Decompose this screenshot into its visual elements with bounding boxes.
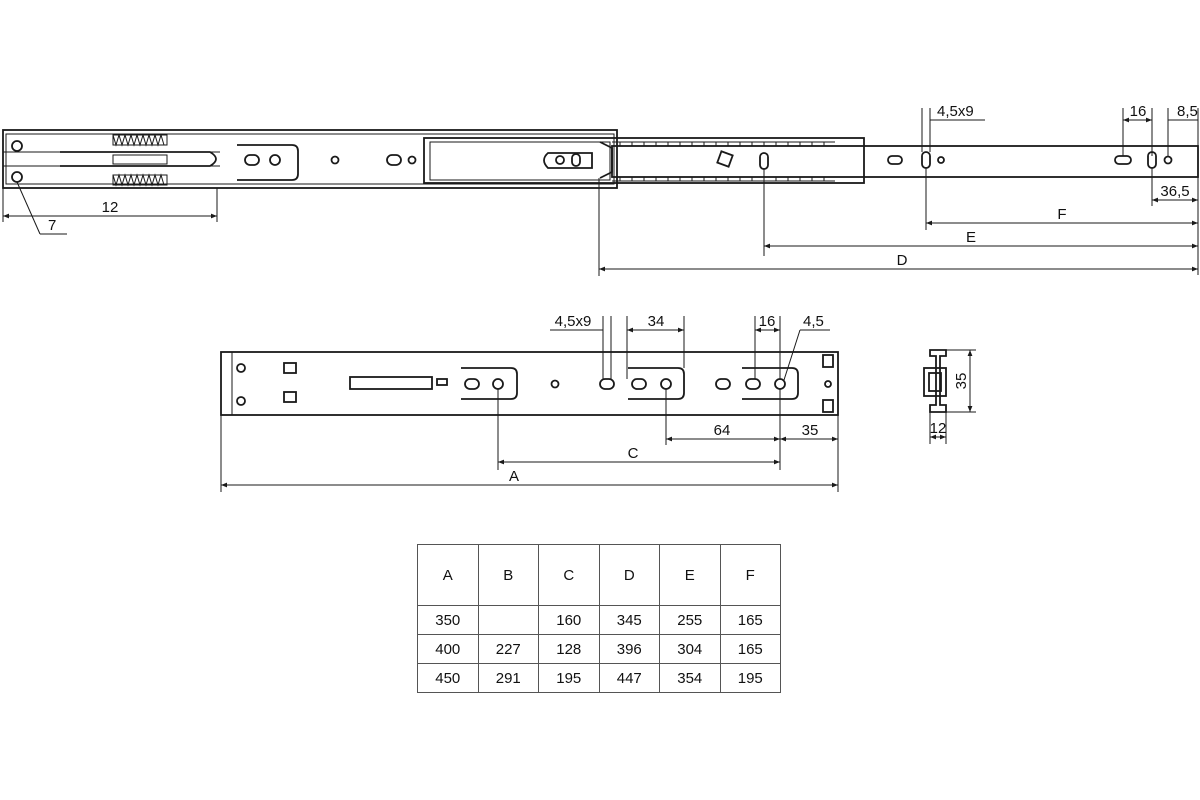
dim-label-c: C bbox=[628, 445, 639, 462]
extended-slide-view bbox=[2, 129, 1199, 189]
table-cell: 255 bbox=[659, 605, 721, 635]
dim-35-end: 35 bbox=[802, 422, 819, 439]
table-row: 450 291 195 447 354 195 bbox=[417, 663, 781, 693]
dim-label-d: D bbox=[897, 252, 908, 269]
table-cell: 400 bbox=[417, 634, 479, 664]
col-header-d: D bbox=[598, 544, 660, 606]
table-header-row: A B C D E F bbox=[417, 544, 781, 606]
table-cell: 396 bbox=[598, 634, 660, 664]
middle-view-dimensions: 4,5x9 34 16 4,5 64 35 C A bbox=[220, 313, 839, 492]
table-cell: 354 bbox=[659, 663, 721, 693]
table-cell: 160 bbox=[538, 605, 600, 635]
dim-7: 7 bbox=[48, 217, 56, 234]
dim-36-5: 36,5 bbox=[1160, 183, 1189, 200]
table-cell: 350 bbox=[417, 605, 479, 635]
dim-34: 34 bbox=[648, 313, 665, 330]
table-cell: 291 bbox=[477, 663, 539, 693]
table-cell: 165 bbox=[719, 605, 781, 635]
table-cell: 345 bbox=[598, 605, 660, 635]
col-header-a: A bbox=[417, 544, 479, 606]
dim-label-a: A bbox=[509, 468, 519, 485]
profile-cross-section: 35 12 bbox=[923, 349, 976, 444]
table-cell: 450 bbox=[417, 663, 479, 693]
table-cell: 195 bbox=[538, 663, 600, 693]
table-cell: 165 bbox=[719, 634, 781, 664]
dim-16-mid: 16 bbox=[759, 313, 776, 330]
dim-4-5: 4,5 bbox=[803, 313, 824, 330]
closed-slide-view bbox=[220, 351, 839, 416]
table-cell: 195 bbox=[719, 663, 781, 693]
col-header-c: C bbox=[538, 544, 600, 606]
spring-bottom bbox=[112, 173, 168, 187]
col-header-f: F bbox=[719, 544, 781, 606]
dimensions-table: A B C D E F 350 160 345 255 165 400 227 … bbox=[417, 544, 781, 693]
table-cell: 447 bbox=[598, 663, 660, 693]
dim-label-f: F bbox=[1057, 206, 1066, 223]
table-row: 400 227 128 396 304 165 bbox=[417, 634, 781, 664]
dim-label-e: E bbox=[966, 229, 976, 246]
dim-8-5: 8,5 bbox=[1177, 103, 1198, 120]
dim-4-5x9-mid: 4,5x9 bbox=[555, 313, 592, 330]
table-cell bbox=[477, 605, 539, 635]
dim-12-profile: 12 bbox=[930, 420, 947, 437]
dim-12-top: 12 bbox=[102, 199, 119, 216]
col-header-e: E bbox=[659, 544, 721, 606]
table-row: 350 160 345 255 165 bbox=[417, 605, 781, 635]
col-header-b: B bbox=[477, 544, 539, 606]
dim-4-5x9-top: 4,5x9 bbox=[937, 103, 974, 120]
spring-top bbox=[112, 133, 168, 147]
dim-16-top: 16 bbox=[1130, 103, 1147, 120]
dim-35-profile: 35 bbox=[953, 373, 970, 390]
dim-64: 64 bbox=[714, 422, 731, 439]
table-cell: 227 bbox=[477, 634, 539, 664]
table-cell: 304 bbox=[659, 634, 721, 664]
table-cell: 128 bbox=[538, 634, 600, 664]
top-view-dimensions: 12 7 4,5x9 16 8,5 36,5 F E D bbox=[2, 103, 1199, 276]
